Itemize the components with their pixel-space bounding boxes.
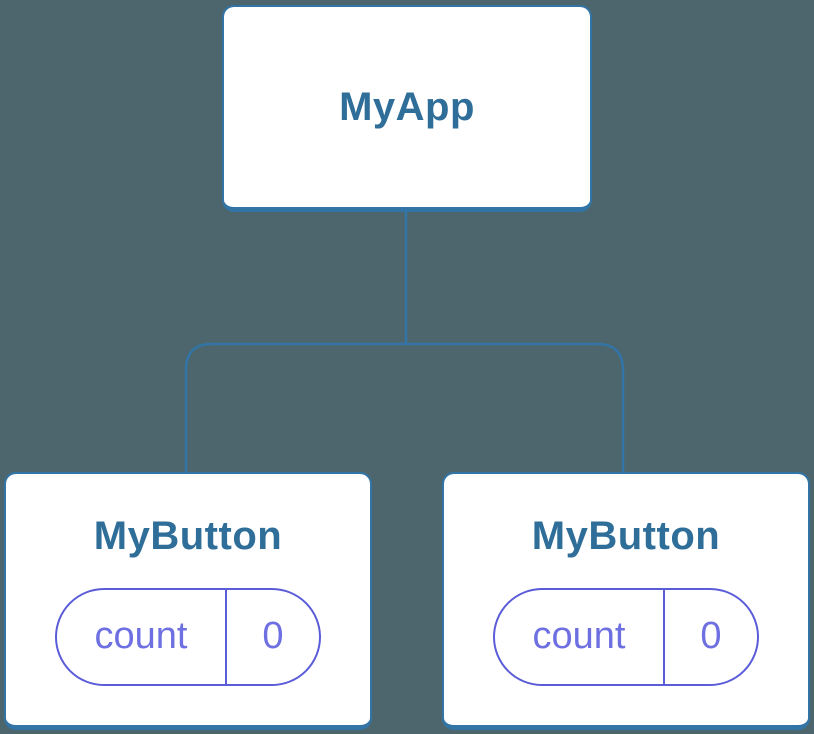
state-value: 0 — [262, 615, 284, 657]
state-pill-right: count 0 — [493, 587, 759, 686]
node-myapp: MyApp — [222, 5, 592, 212]
node-mybutton-right: MyButton count 0 — [442, 472, 810, 730]
node-mybutton-left: MyButton count 0 — [4, 472, 372, 730]
connector-branch — [184, 342, 625, 473]
state-name-label: count — [495, 589, 665, 684]
state-name-label: count — [57, 589, 227, 684]
state-pill-left: count 0 — [55, 587, 321, 686]
node-mybutton-right-label: MyButton — [531, 513, 721, 558]
node-mybutton-left-label: MyButton — [93, 513, 283, 558]
node-myapp-label: MyApp — [339, 85, 475, 129]
state-value: 0 — [700, 615, 722, 657]
